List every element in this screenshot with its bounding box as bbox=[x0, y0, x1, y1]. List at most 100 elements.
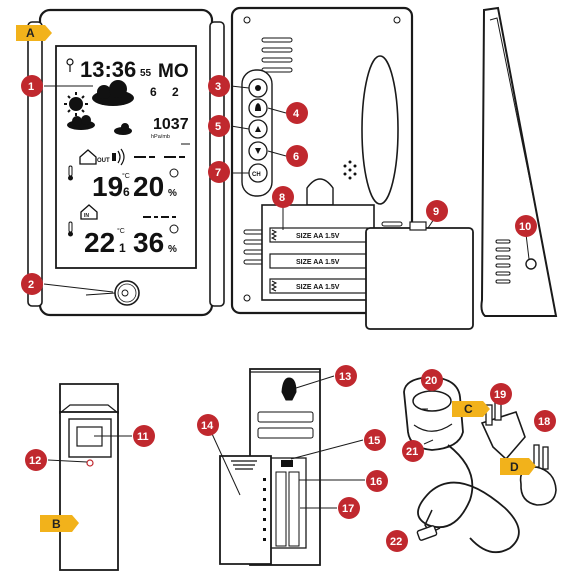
out-temp-unit: °C bbox=[122, 172, 130, 180]
svg-text:B: B bbox=[52, 517, 61, 531]
in-label: IN bbox=[84, 213, 89, 219]
cover-edge-dots bbox=[263, 478, 266, 541]
callout-2: 2 bbox=[21, 273, 43, 295]
channel-button-label: CH bbox=[252, 172, 261, 178]
svg-text:16: 16 bbox=[370, 476, 382, 488]
svg-text:2: 2 bbox=[28, 279, 34, 291]
out-hum: 20 bbox=[133, 171, 164, 202]
base-station-back: CH SIZE AA 1.5V SIZE AA 1.5V SIZE AA 1.5… bbox=[230, 6, 474, 330]
battery-2: SIZE AA 1.5V bbox=[269, 253, 369, 269]
svg-text:12: 12 bbox=[29, 455, 41, 467]
tag-d: D bbox=[500, 458, 536, 475]
leader-lines bbox=[43, 85, 530, 509]
battery-3-label: SIZE AA 1.5V bbox=[296, 284, 340, 291]
battery-springs bbox=[270, 229, 278, 292]
out-temp-dec: 6 bbox=[123, 185, 130, 199]
callout-9: 9 bbox=[426, 200, 448, 222]
down-button[interactable] bbox=[248, 141, 268, 161]
svg-text:D: D bbox=[510, 460, 519, 474]
callout-10: 10 bbox=[515, 215, 537, 237]
callout-12: 12 bbox=[25, 449, 47, 471]
base-station-front: 13:36 55 MO 6 2 1037 hPa/mb bbox=[27, 8, 225, 317]
cloud-small-icon bbox=[67, 115, 95, 130]
house-out-icon bbox=[79, 149, 97, 165]
svg-text:1: 1 bbox=[28, 81, 34, 93]
signal-icon bbox=[112, 148, 125, 166]
callout-6: 6 bbox=[286, 145, 308, 167]
out-bar-indicator bbox=[134, 156, 185, 158]
callout-18: 18 bbox=[534, 410, 556, 432]
out-label: OUT bbox=[97, 158, 110, 164]
sensor-led bbox=[86, 459, 94, 467]
hanger-hole bbox=[306, 178, 334, 206]
svg-text:19: 19 bbox=[494, 389, 506, 401]
battery-2-label: SIZE AA 1.5V bbox=[296, 259, 340, 266]
display-pressure: 1037 bbox=[153, 116, 189, 133]
svg-text:10: 10 bbox=[519, 221, 531, 233]
callout-16: 16 bbox=[366, 470, 388, 492]
sensor-battery-cover[interactable] bbox=[219, 455, 272, 565]
callout-21: 21 bbox=[402, 440, 424, 462]
comfort-in-icon bbox=[169, 224, 179, 234]
side-vents bbox=[495, 239, 511, 284]
svg-text:7: 7 bbox=[215, 167, 221, 179]
svg-text:5: 5 bbox=[215, 121, 221, 133]
callout-22: 22 bbox=[386, 530, 408, 552]
up-button[interactable] bbox=[248, 119, 268, 139]
snooze-light-button[interactable] bbox=[114, 280, 140, 306]
outdoor-sensor bbox=[59, 383, 119, 571]
display-weekday: MO bbox=[158, 61, 189, 82]
sun-icon bbox=[64, 92, 88, 116]
callout-5: 5 bbox=[208, 115, 230, 137]
callout-13: 13 bbox=[335, 365, 357, 387]
svg-text:8: 8 bbox=[279, 192, 285, 204]
speaker-icon bbox=[343, 160, 357, 180]
battery-door[interactable] bbox=[365, 227, 474, 330]
uk-plug bbox=[480, 401, 526, 461]
svg-text:20: 20 bbox=[425, 375, 437, 387]
tag-b: B bbox=[40, 515, 79, 532]
cloud-tiny-icon bbox=[114, 123, 132, 135]
bell-button[interactable] bbox=[248, 98, 268, 118]
house-in-icon bbox=[80, 204, 98, 220]
svg-text:18: 18 bbox=[538, 416, 550, 428]
cover-grip-lines bbox=[231, 460, 257, 470]
svg-text:9: 9 bbox=[433, 206, 439, 218]
thermometer-in-icon bbox=[68, 221, 73, 237]
svg-text:6: 6 bbox=[293, 151, 299, 163]
sensor-batteries bbox=[275, 471, 300, 547]
power-adapter bbox=[403, 376, 520, 554]
dc-jack[interactable] bbox=[525, 258, 537, 270]
tag-c: C bbox=[452, 401, 490, 417]
callout-14: 14 bbox=[197, 414, 219, 436]
display-date-month: 2 bbox=[172, 85, 179, 99]
callout-17: 17 bbox=[338, 497, 360, 519]
battery-1-label: SIZE AA 1.5V bbox=[296, 233, 340, 240]
radio-icon bbox=[66, 58, 74, 72]
sensor-battery-bay bbox=[267, 457, 307, 549]
in-temp-dec: 1 bbox=[119, 241, 126, 255]
display-date-day: 6 bbox=[150, 85, 157, 99]
out-hum-unit: % bbox=[168, 188, 177, 199]
in-temp-unit: °C bbox=[117, 227, 125, 235]
out-temp-int: 19 bbox=[92, 171, 123, 202]
channel-button[interactable]: CH bbox=[248, 163, 268, 183]
callout-3: 3 bbox=[208, 75, 230, 97]
in-hum-unit: % bbox=[168, 244, 177, 255]
svg-text:13: 13 bbox=[339, 371, 351, 383]
callout-15: 15 bbox=[364, 429, 386, 451]
svg-text:4: 4 bbox=[293, 108, 300, 120]
display-seconds: 55 bbox=[140, 68, 152, 79]
tag-a: A bbox=[16, 25, 52, 41]
svg-text:15: 15 bbox=[368, 435, 380, 447]
in-bar-indicator bbox=[143, 216, 176, 218]
svg-text:3: 3 bbox=[215, 81, 221, 93]
svg-text:21: 21 bbox=[406, 446, 418, 458]
alarm-button[interactable] bbox=[248, 78, 268, 98]
base-station-side bbox=[480, 6, 558, 317]
callout-8: 8 bbox=[272, 186, 294, 208]
svg-text:22: 22 bbox=[390, 536, 402, 548]
callout-20: 20 bbox=[421, 369, 443, 391]
svg-text:C: C bbox=[464, 402, 473, 416]
